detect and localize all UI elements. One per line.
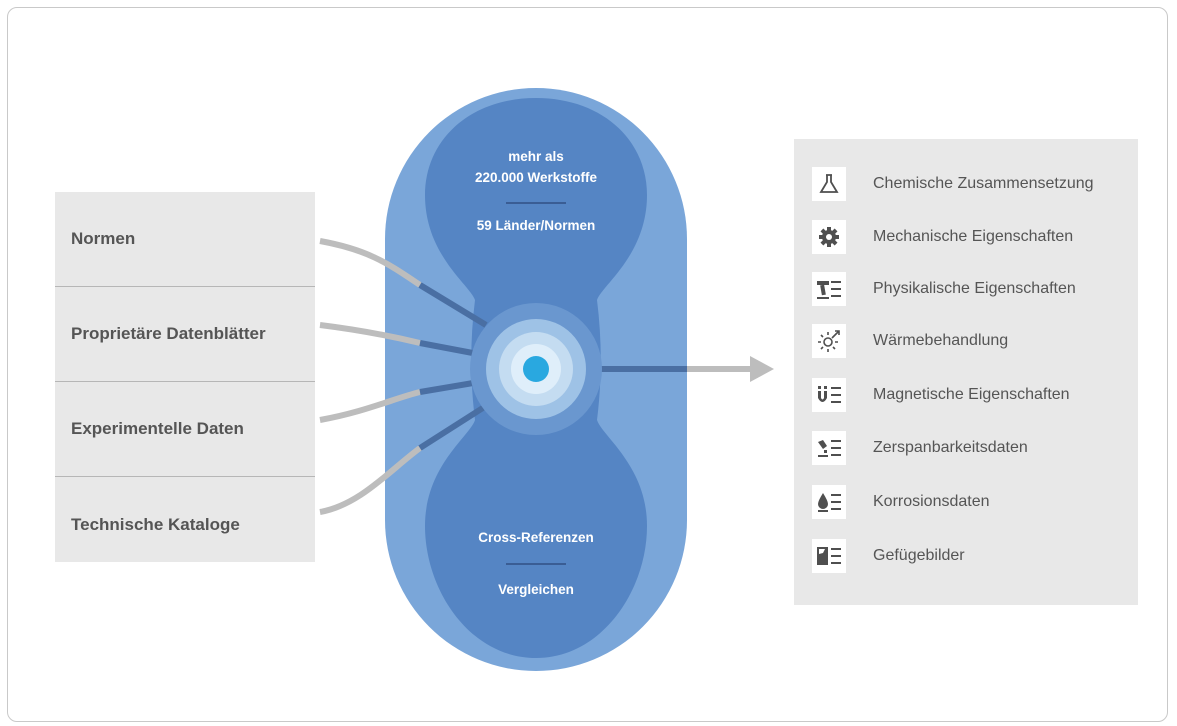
output-item: Magnetische Eigenschaften: [812, 375, 1132, 415]
source-label: Technische Kataloge: [71, 514, 240, 534]
source-item-datenblaetter: Proprietäre Datenblätter: [55, 287, 315, 382]
source-item-normen: Normen: [55, 192, 315, 287]
output-label: Wärmebehandlung: [873, 332, 1009, 349]
output-label: Magnetische Eigenschaften: [873, 386, 1070, 403]
output-label: Gefügebilder: [873, 547, 965, 564]
gear-icon: [812, 220, 846, 254]
source-label: Experimentelle Daten: [71, 419, 244, 438]
sources-panel: Normen Proprietäre Datenblätter Experime…: [55, 192, 315, 562]
connector-experimentelle: [319, 389, 421, 423]
center-top-line2: 220.000 Werkstoffe: [474, 170, 598, 185]
center-top-divider: [506, 202, 566, 204]
output-label: Zerspanbarkeitsdaten: [873, 439, 1028, 456]
output-item: Physikalische Eigenschaften: [812, 269, 1132, 309]
output-item: Chemische Zusammensetzung: [812, 164, 1132, 204]
center-bottom-line2: Vergleichen: [498, 582, 574, 597]
source-label: Normen: [71, 229, 136, 248]
center-bottom-divider: [506, 563, 566, 565]
output-label: Physikalische Eigenschaften: [873, 280, 1076, 297]
output-label: Chemische Zusammensetzung: [873, 175, 1094, 192]
output-item: Mechanische Eigenschaften: [812, 217, 1132, 257]
output-item: Wärmebehandlung: [812, 321, 1132, 361]
connector-normen-inner: [418, 282, 488, 328]
output-item: Zerspanbarkeitsdaten: [812, 428, 1132, 468]
output-label: Mechanische Eigenschaften: [873, 228, 1074, 245]
output-label: Korrosionsdaten: [873, 493, 990, 510]
center-bottom-line1: Cross-Referenzen: [478, 530, 594, 545]
flask-icon: [812, 167, 846, 201]
output-item: Korrosionsdaten: [812, 482, 1132, 522]
output-item: Gefügebilder: [812, 536, 1132, 576]
source-item-experimentelle-daten: Experimentelle Daten: [55, 382, 315, 477]
top-blob: [425, 98, 647, 300]
drill-list-icon: [812, 431, 846, 465]
microstructure-list-icon: [812, 539, 846, 573]
connector-normen: [319, 238, 422, 288]
connector-datenblaetter: [319, 322, 421, 346]
diagram-frame: [7, 7, 1168, 722]
core-dot: [523, 356, 549, 382]
center-top-line1: mehr als: [508, 149, 564, 164]
center-top-line3: 59 Länder/Normen: [476, 218, 596, 233]
sun-arrow-icon: [812, 324, 846, 358]
drop-list-icon: [812, 485, 846, 519]
source-label: Proprietäre Datenblätter: [71, 324, 266, 343]
connector-experimentelle-inner: [419, 379, 480, 395]
source-item-kataloge: Technische Kataloge: [55, 477, 315, 572]
hammer-list-icon: [812, 272, 846, 306]
arrow-head-icon: [750, 356, 774, 382]
bottom-blob: [425, 420, 647, 658]
connector-datenblaetter-inner: [419, 340, 479, 357]
connector-kataloge: [319, 445, 422, 515]
magnet-list-icon: [812, 378, 846, 412]
connector-lines: [319, 238, 752, 515]
connector-kataloge-inner: [418, 401, 491, 451]
outputs-panel: Chemische Zusammensetzung Mechanische Ei…: [794, 139, 1138, 605]
